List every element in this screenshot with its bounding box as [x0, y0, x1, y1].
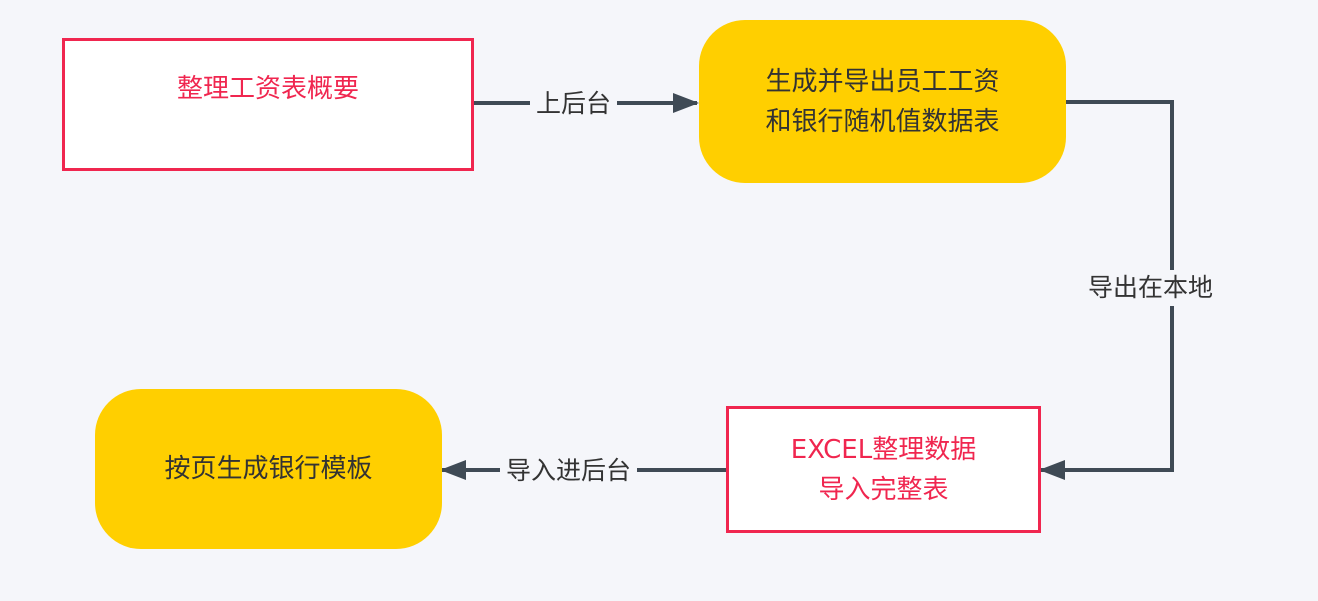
node-summarize-salary-text: 整理工资表概要: [176, 74, 359, 104]
node-generate-export-line2: 和银行随机值数据表: [765, 106, 1000, 137]
node-excel-import-line1: EXCEL整理数据: [790, 434, 977, 465]
node-excel-import-line2: 导入完整表: [818, 474, 949, 505]
edge-label-export-local: 导出在本地: [1082, 270, 1220, 306]
node-bank-template-text: 按页生成银行模板: [164, 454, 373, 484]
node-bank-template: 按页生成银行模板: [95, 389, 442, 549]
node-excel-import: EXCEL整理数据 导入完整表: [726, 406, 1041, 533]
node-generate-export: 生成并导出员工工资 和银行随机值数据表: [699, 20, 1066, 183]
edge-label-import-backend: 导入进后台: [500, 453, 638, 489]
node-generate-export-line1: 生成并导出员工工资: [765, 66, 1000, 97]
node-summarize-salary: 整理工资表概要: [62, 38, 474, 171]
edge-label-upload: 上后台: [530, 86, 618, 122]
